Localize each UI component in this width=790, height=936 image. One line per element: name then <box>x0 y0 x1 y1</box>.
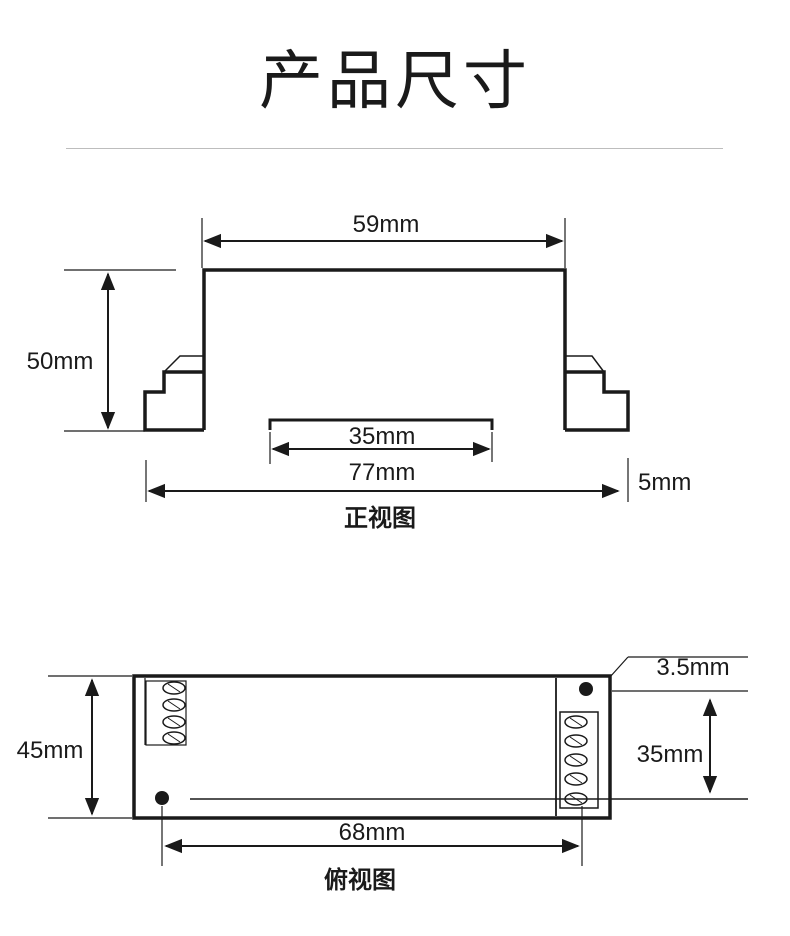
right-terminal-screw <box>564 772 588 786</box>
rail-slot <box>268 418 494 430</box>
right-terminal-screw <box>564 715 588 729</box>
front-total-width-label: 77mm <box>349 459 416 486</box>
top-length-label: 68mm <box>339 819 406 846</box>
title-divider <box>66 148 723 149</box>
left-terminal-screw <box>162 698 186 712</box>
left-terminals <box>145 680 187 746</box>
right-terminals <box>564 715 588 806</box>
hole-offset-leader <box>609 656 629 678</box>
mounting-hole <box>155 791 169 805</box>
mounting-hole <box>579 682 593 696</box>
top-view-outline <box>132 674 612 820</box>
rail-width-label: 35mm <box>349 423 416 450</box>
left-terminal-screw <box>162 731 186 745</box>
right-terminal-screw <box>564 734 588 748</box>
terminal-block <box>559 711 599 809</box>
right-terminal-screw <box>564 753 588 767</box>
front-view-outline <box>143 268 630 432</box>
page-title: 产品尺寸 <box>259 45 531 119</box>
front-width-label: 59mm <box>353 211 420 238</box>
terminal-pitch-label: 35mm <box>637 741 704 768</box>
left-terminal-screw <box>162 681 186 695</box>
left-clip-tab <box>163 355 204 373</box>
front-view-caption: 正视图 <box>344 504 416 532</box>
front-height-label: 50mm <box>27 348 94 375</box>
base-height-label: 5mm <box>638 469 691 496</box>
hole-offset-label: 3.5mm <box>656 654 729 681</box>
top-view <box>48 656 748 866</box>
right-clip-tab <box>565 355 605 373</box>
top-view-caption: 俯视图 <box>324 866 396 894</box>
top-height-label: 45mm <box>17 737 84 764</box>
front-view <box>64 218 630 502</box>
left-terminal-screw <box>162 715 186 729</box>
